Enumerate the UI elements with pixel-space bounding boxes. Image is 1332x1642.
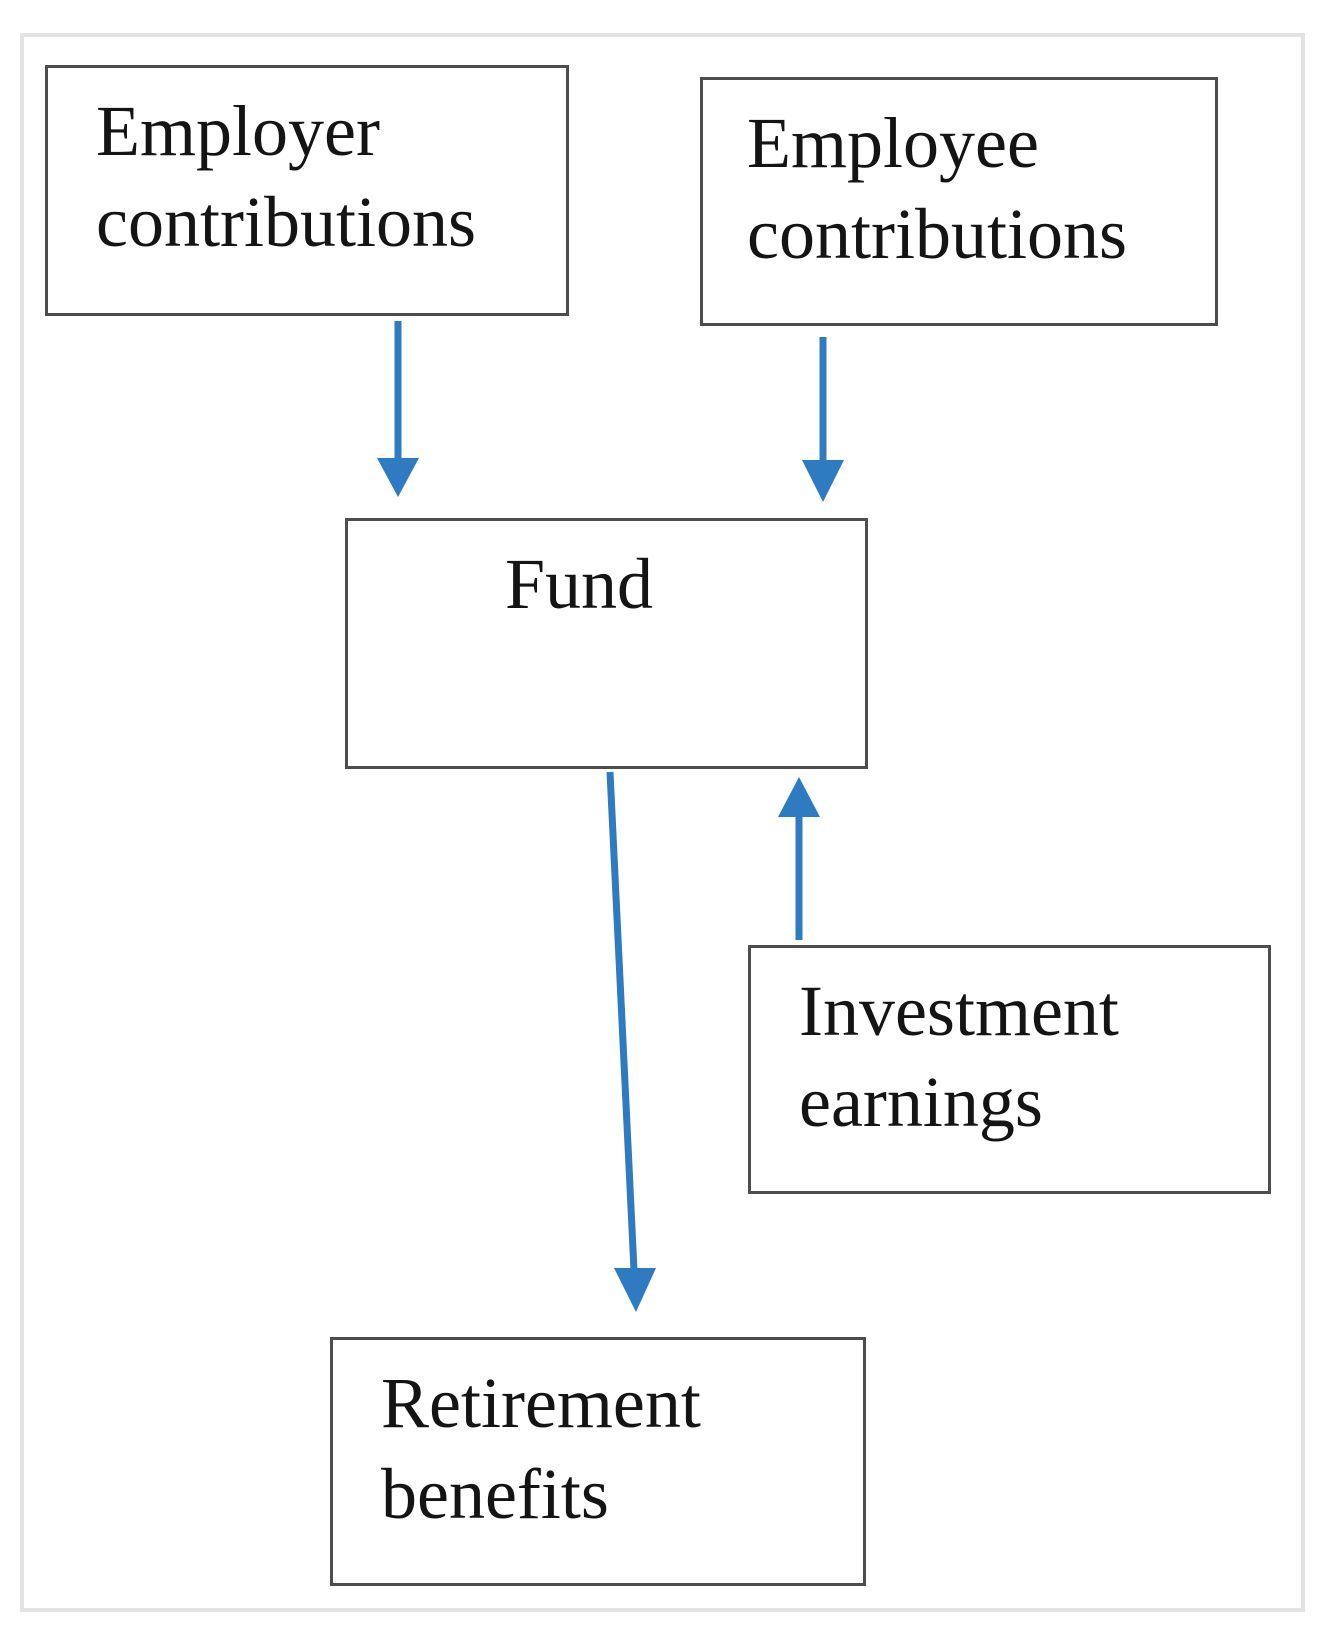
node-employer-contributions-label: Employer contributions bbox=[96, 91, 476, 263]
node-employee-contributions: Employee contributions bbox=[700, 77, 1218, 326]
node-fund-label: Fund bbox=[504, 544, 654, 624]
node-retirement-benefits-label: Retirement benefits bbox=[381, 1363, 701, 1535]
page-border bbox=[20, 33, 1305, 1612]
node-employee-contributions-label: Employee contributions bbox=[747, 103, 1127, 275]
node-employer-contributions: Employer contributions bbox=[45, 65, 569, 316]
node-fund: Fund bbox=[345, 518, 868, 769]
node-investment-earnings-label: Investment earnings bbox=[799, 971, 1119, 1143]
node-retirement-benefits: Retirement benefits bbox=[330, 1337, 866, 1586]
node-investment-earnings: Investment earnings bbox=[748, 945, 1271, 1194]
